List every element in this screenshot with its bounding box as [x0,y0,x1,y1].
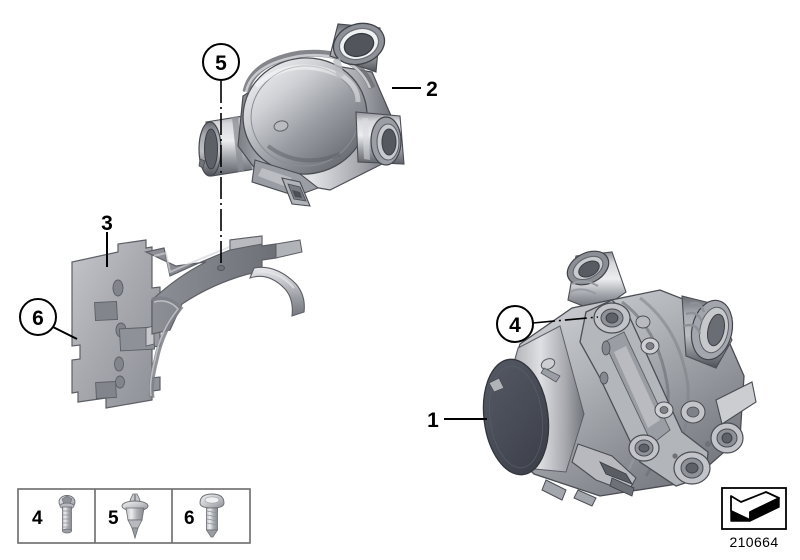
bracket-rivet-point [217,265,225,271]
pump-body-bolt [540,358,561,383]
thermostat-sensor-connector [281,177,311,207]
callout-2[interactable]: 2 [426,78,438,101]
legend-cell-5-number: 5 [108,508,119,529]
fastener-legend: 4 5 6 [17,488,251,544]
pump-inlet-neck [566,250,627,313]
callout-3[interactable]: 3 [101,212,113,235]
pump-clip-tab [488,377,505,393]
bracket-rolled-edge [249,266,305,317]
bracket-plate [71,239,161,409]
leader-callout-4 [532,316,599,324]
callout-4-label: 4 [509,314,521,337]
view-direction-arrow-icon [730,491,780,522]
callout-1-label: 1 [427,409,439,432]
pump-mount-tang [715,381,757,425]
callout-1[interactable]: 1 [427,409,439,432]
bracket-arm [144,235,277,335]
coolant-thermostat-housing [198,22,405,207]
legend-cell-6-number: 6 [184,508,195,529]
callout-3-label: 3 [101,212,113,235]
hex-flange-bolt-icon [58,495,76,534]
pump-mount-boss-lower-right [673,451,711,485]
expanding-rivet-icon [121,493,149,540]
footer-part-reference: 210664 [721,487,787,550]
thermostat-right-port [355,111,405,166]
legend-cell-5[interactable]: 5 [108,493,149,540]
legend-cell-6[interactable]: 6 [184,493,225,538]
callout-4[interactable]: 4 [496,305,534,343]
electric-water-pump [482,250,757,507]
leader-callout-6 [52,326,78,340]
legend-cell-4[interactable]: 4 [32,495,76,534]
pump-mount-boss-upper [593,302,631,334]
thermostat-dome [242,57,368,175]
pump-arm-bolt [635,315,651,329]
pump-outlet-ribbed-port [681,295,734,369]
bracket-hole [94,300,118,322]
pump-mount-boss-far-right [710,422,744,454]
callout-6-label: 6 [32,307,44,330]
callout-5-label: 5 [215,52,227,75]
bracket-hole [112,279,124,297]
button-head-screw-icon [199,493,225,538]
callout-5[interactable]: 5 [202,43,240,81]
part-number-label: 210664 [729,534,778,550]
pump-mount-boss-lower-left [628,434,660,462]
thermostat-top-port [329,22,386,78]
callout-6[interactable]: 6 [19,298,57,336]
mounting-bracket [71,235,305,409]
bracket-hole [114,356,124,372]
legend-cell-4-number: 4 [32,508,43,529]
callout-2-label: 2 [426,78,438,101]
pump-electrical-connector [571,443,637,497]
bracket-hole [115,375,125,389]
bracket-hole [95,381,117,399]
